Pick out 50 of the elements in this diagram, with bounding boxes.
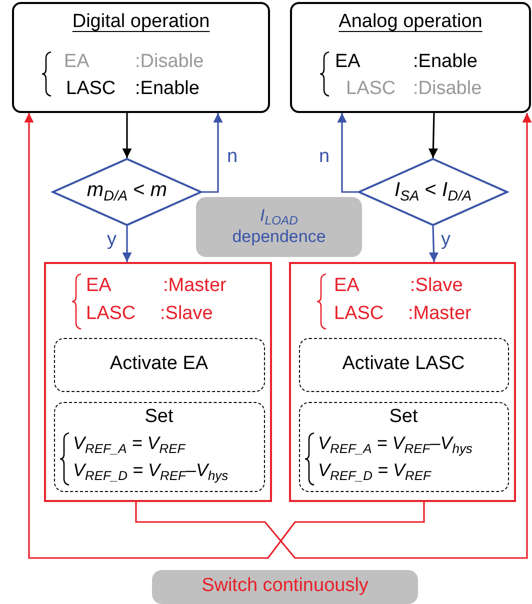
action-box [299,338,509,392]
condition-text: m$_{D/A}$ < m [86,179,168,201]
setting-box [54,402,265,492]
mode-box [289,262,516,502]
setting-box [299,402,509,492]
arrow [122,113,132,158]
box-title: Analog operation [338,11,484,33]
block-name: LASC [334,303,384,325]
set-heading: Set [388,406,419,428]
block-name: LASC [346,78,396,100]
note-text: I$_{LOAD}$ dependence [231,205,327,247]
equation: V$_{REF_A}$ = V$_{REF}$–V$_{hys}$ [318,432,472,454]
block-state: :Disable [135,51,204,73]
arrow [428,226,439,262]
state-box [290,2,531,113]
equation: V$_{REF_D}$ = V$_{REF}$ [318,459,431,481]
decision-diamond [52,158,202,226]
arrow [135,113,532,559]
box-title: Digital operation [71,11,211,33]
role-label: :Master [408,303,472,325]
condition-text: I$_{SA}$ < I$_{D/A}$ [393,179,473,201]
block-state: :Enable [413,51,478,73]
block-name: LASC [66,78,116,100]
arrow [337,113,358,193]
role-label: :Slave [410,275,463,297]
equation: V$_{REF_D}$ = V$_{REF}$–V$_{hys}$ [73,459,228,481]
block-name: EA [335,51,360,73]
set-heading: Set [144,406,174,428]
state-box [12,2,270,113]
arrow [24,113,425,559]
mode-box [44,262,272,502]
role-label: :Master [163,275,226,297]
block-state: :Enable [135,78,200,100]
action-text: Activate EA [108,353,210,375]
note-text: Switch continuously [200,575,370,597]
action-text: Activate LASC [341,353,466,375]
arrow [202,113,223,193]
block-state: :Disable [413,78,482,100]
action-box [54,338,265,392]
note-box [196,197,362,257]
block-name: EA [64,51,90,73]
arrow [122,226,132,262]
equation: V$_{REF_A}$ = V$_{REF}$ [73,432,186,454]
decision-diamond [358,158,508,226]
arrow [428,112,438,158]
block-name: EA [86,275,112,297]
role-label: :Slave [160,303,213,325]
block-name: LASC [86,303,136,325]
note-box [152,570,418,604]
block-name: EA [334,275,360,297]
